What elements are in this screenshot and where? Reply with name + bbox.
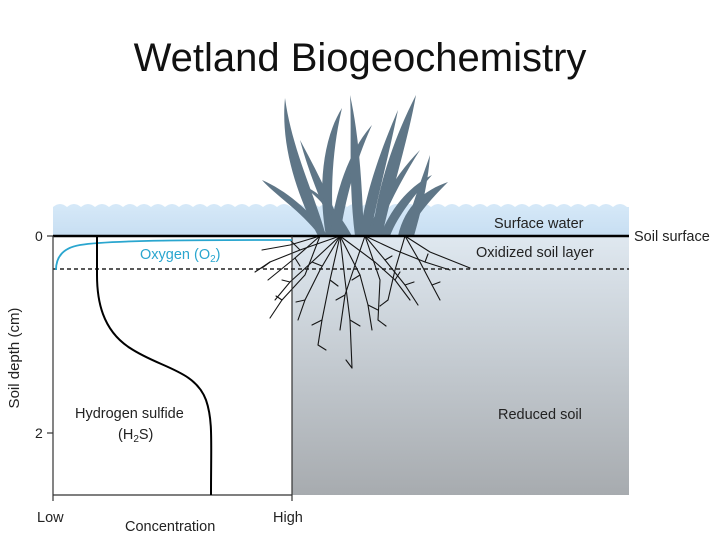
- plant-shoots: [262, 95, 448, 236]
- oxidized-layer-label: Oxidized soil layer: [476, 245, 594, 261]
- x-axis-label: Concentration: [125, 519, 215, 535]
- h2s-label-line2: (H2S): [118, 427, 153, 445]
- root-system: [254, 235, 471, 369]
- soil-surface-label: Soil surface: [634, 229, 710, 245]
- y-tick-2-label: 2: [35, 425, 43, 441]
- reduced-soil-label: Reduced soil: [498, 407, 582, 423]
- y-tick-0-label: 0: [35, 228, 43, 244]
- h2s-label-line1: Hydrogen sulfide: [75, 406, 184, 422]
- h2s-label-line2-b: S): [139, 427, 154, 443]
- surface-water-label: Surface water: [494, 216, 584, 232]
- oxygen-label-text: Oxygen (O: [140, 247, 210, 263]
- hydrogen-sulfide-curve: [96, 236, 213, 496]
- oxygen-label-close: ): [216, 247, 221, 263]
- x-tick-low-label: Low: [37, 510, 64, 526]
- x-tick-high-label: High: [273, 510, 303, 526]
- oxygen-label-subscript: 2: [210, 254, 216, 265]
- oxygen-curve: [55, 239, 293, 271]
- h2s-label-line2-subscript: 2: [133, 434, 139, 445]
- reduced-soil-region: [292, 236, 629, 495]
- oxygen-label: Oxygen (O2): [140, 247, 221, 265]
- y-axis-label: Soil depth (cm): [6, 308, 23, 409]
- h2s-label-line2-a: (H: [118, 427, 133, 443]
- slide-title: Wetland Biogeochemistry: [133, 36, 587, 80]
